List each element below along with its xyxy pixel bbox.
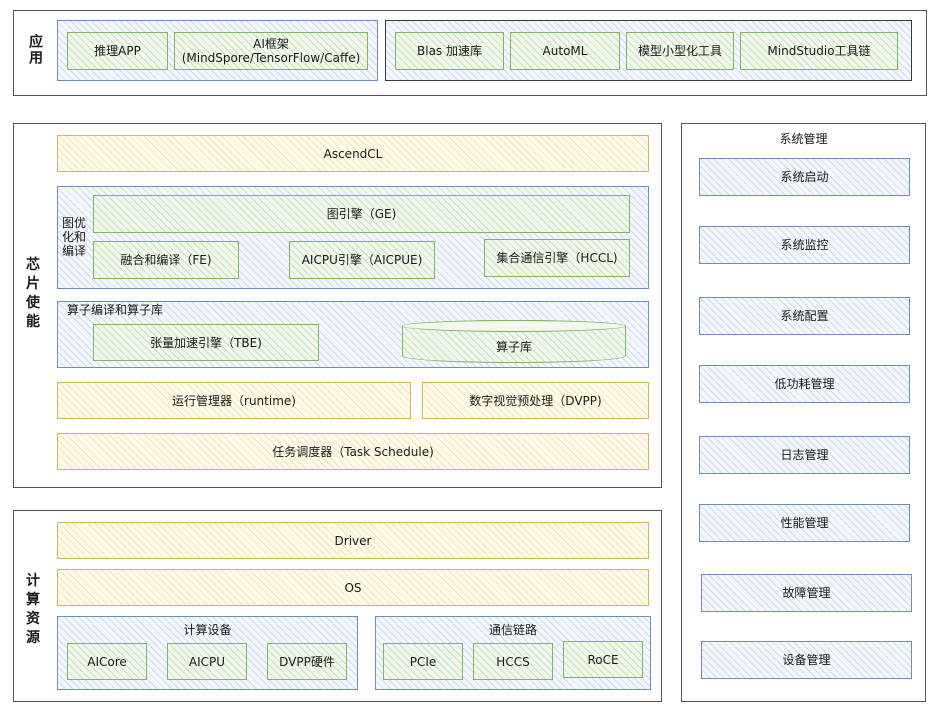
- hccl-box: 集合通信引擎（HCCL): [484, 239, 630, 277]
- sys-fault: 故障管理: [701, 574, 912, 612]
- app-item-ai-framework: AI框架 (MindSpore/TensorFlow/Caffe): [174, 32, 368, 70]
- comm-links-label: 通信链路: [488, 623, 537, 637]
- runtime-box: 运行管理器（runtime): [57, 382, 411, 419]
- app-item-automl: AutoML: [510, 32, 620, 70]
- tbe-box: 张量加速引擎（TBE): [93, 324, 319, 361]
- app-layer-title: 应用: [27, 34, 43, 66]
- link-roce: RoCE: [563, 641, 643, 678]
- operator-library-cylinder-top: [402, 320, 626, 332]
- aicpue-box: AICPU引擎（AICPUE): [289, 241, 435, 279]
- device-aicpu: AICPU: [167, 643, 247, 680]
- sys-device: 设备管理: [701, 641, 912, 679]
- operator-library-label: 算子库: [495, 339, 532, 354]
- app-item-model-compress: 模型小型化工具: [626, 32, 734, 70]
- sys-low-power: 低功耗管理: [699, 365, 910, 403]
- sys-monitor: 系统监控: [699, 226, 910, 264]
- task-schedule-box: 任务调度器（Task Schedule): [57, 433, 649, 470]
- system-mgmt-panel: [681, 123, 926, 702]
- operator-group-label: 算子编译和算子库: [67, 303, 164, 317]
- system-mgmt-title: 系统管理: [779, 132, 828, 146]
- link-pcie: PCIe: [383, 643, 463, 680]
- ascendcl-box: AscendCL: [57, 135, 649, 172]
- link-hccs: HCCS: [473, 643, 553, 680]
- chip-layer-title: 芯片使能: [26, 257, 40, 330]
- sys-log: 日志管理: [699, 436, 910, 474]
- os-box: OS: [57, 569, 649, 606]
- device-dvpp-hw: DVPP硬件: [267, 643, 347, 680]
- device-aicore: AICore: [67, 643, 147, 680]
- app-item-mindstudio: MindStudio工具链: [740, 32, 898, 70]
- sys-perf: 性能管理: [699, 504, 910, 542]
- fe-box: 融合和编译（FE): [93, 241, 239, 279]
- app-item-inference: 推理APP: [67, 32, 168, 70]
- app-item-blas: Blas 加速库: [395, 32, 504, 70]
- sys-boot: 系统启动: [699, 158, 910, 196]
- compute-devices-label: 计算设备: [183, 623, 232, 637]
- sys-config: 系统配置: [699, 297, 910, 335]
- driver-box: Driver: [57, 522, 649, 559]
- ge-box: 图引擎（GE): [93, 195, 630, 233]
- dvpp-box: 数字视觉预处理（DVPP): [422, 382, 649, 419]
- graph-opt-label: 图优化和编译: [62, 216, 87, 258]
- compute-layer-title: 计算资源: [26, 573, 40, 646]
